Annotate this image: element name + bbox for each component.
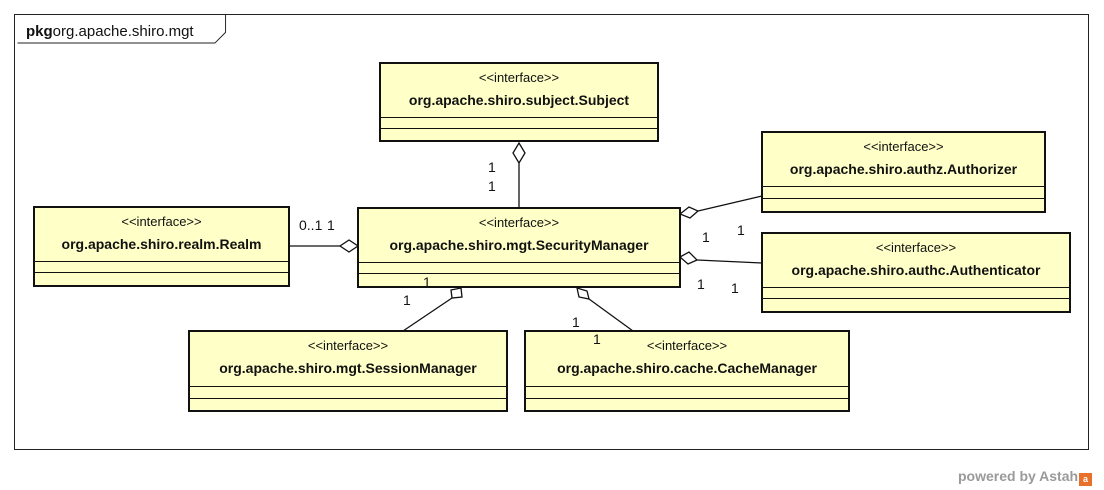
class-authenticator[interactable]: <<interface>> org.apache.shiro.authc.Auth… xyxy=(761,232,1071,313)
stereotype-label: <<interface>> xyxy=(307,338,389,353)
stereotype-label: <<interface>> xyxy=(478,215,560,230)
multiplicity-authorizer-manager-end: 1 xyxy=(702,229,710,245)
class-name: org.apache.shiro.authz.Authorizer xyxy=(789,161,1018,177)
aggregation-diamond-authorizer xyxy=(678,206,700,219)
multiplicity-authorizer-end: 1 xyxy=(737,222,745,238)
aggregation-diamond-authenticator xyxy=(678,251,699,265)
astah-logo-icon: a xyxy=(1079,473,1093,486)
multiplicity-realm-end: 0..1 xyxy=(299,217,323,233)
multiplicity-subject-end: 1 xyxy=(488,159,496,175)
class-realm[interactable]: <<interface>> org.apache.shiro.realm.Real… xyxy=(33,206,290,287)
class-cache-manager[interactable]: <<interface>> org.apache.shiro.cache.Cach… xyxy=(524,330,850,412)
multiplicity-subject-manager-end: 1 xyxy=(488,178,496,194)
stereotype-label: <<interface>> xyxy=(478,70,560,85)
class-name: org.apache.shiro.realm.Realm xyxy=(61,236,262,252)
aggregation-diamond-realm xyxy=(338,239,360,253)
stereotype-label: <<interface>> xyxy=(863,139,944,154)
multiplicity-authenticator-manager-end: 1 xyxy=(697,276,705,292)
link-cache-manager xyxy=(588,298,634,332)
link-session-manager xyxy=(402,297,453,332)
multiplicity-session-end: 1 xyxy=(403,292,411,308)
class-name: org.apache.shiro.subject.Subject xyxy=(408,92,630,108)
aggregation-diamond-session xyxy=(450,287,463,299)
class-name: org.apache.shiro.mgt.SecurityManager xyxy=(389,237,649,253)
link-authenticator xyxy=(696,259,763,264)
package-keyword: pkg xyxy=(26,23,53,40)
stereotype-label: <<interface>> xyxy=(875,240,957,255)
class-authorizer[interactable]: <<interface>> org.apache.shiro.authz.Auth… xyxy=(761,131,1046,213)
aggregation-diamond-cache xyxy=(576,287,590,300)
multiplicity-authenticator-end: 1 xyxy=(731,280,739,296)
package-frame xyxy=(14,14,1089,450)
package-tab xyxy=(17,14,227,44)
stereotype-label: <<interface>> xyxy=(121,214,202,229)
class-subject[interactable]: <<interface>> org.apache.shiro.subject.Su… xyxy=(379,62,659,142)
multiplicity-cache-end: 1 xyxy=(593,331,601,347)
multiplicity-session-manager-end: 1 xyxy=(423,274,431,290)
watermark-text: powered by Astah xyxy=(958,468,1079,484)
class-session-manager[interactable]: <<interface>> org.apache.shiro.mgt.Sessio… xyxy=(188,330,508,412)
link-authorizer xyxy=(697,195,763,212)
class-name: org.apache.shiro.cache.CacheManager xyxy=(557,360,817,376)
multiplicity-cache-manager-end: 1 xyxy=(572,314,580,330)
aggregation-diamond-subject xyxy=(512,141,526,165)
package-label: pkgorg.apache.shiro.mgt xyxy=(26,23,194,40)
stereotype-label: <<interface>> xyxy=(646,338,728,353)
class-name: org.apache.shiro.mgt.SessionManager xyxy=(219,360,477,376)
multiplicity-realm-manager-end: 1 xyxy=(327,217,335,233)
class-name: org.apache.shiro.authc.Authenticator xyxy=(791,262,1041,278)
package-name: org.apache.shiro.mgt xyxy=(52,23,194,40)
class-security-manager[interactable]: <<interface>> org.apache.shiro.mgt.Securi… xyxy=(357,207,681,288)
